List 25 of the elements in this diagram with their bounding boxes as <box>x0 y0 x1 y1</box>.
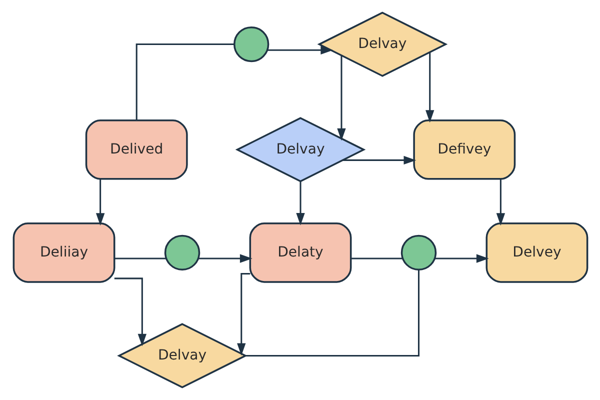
arrow <box>198 254 252 263</box>
node-circle <box>400 234 436 271</box>
node-box: Deliiay <box>12 222 115 283</box>
arrow <box>266 46 333 54</box>
connector <box>350 258 402 260</box>
arrow <box>434 254 488 263</box>
node-box: Delived <box>84 120 188 180</box>
arrow <box>425 52 434 123</box>
connector <box>114 258 166 260</box>
connector <box>245 270 419 356</box>
node-box: Delvey <box>485 222 588 283</box>
arrow <box>342 156 416 165</box>
node-circle <box>232 26 269 62</box>
arrow <box>114 278 146 346</box>
arrow <box>236 273 250 356</box>
node-diamond: Delvay <box>316 12 448 77</box>
node-diamond: Delvay <box>234 117 366 182</box>
node-box: Defivey <box>412 120 516 180</box>
node-box: Delaty <box>248 222 352 283</box>
node-circle <box>164 234 200 271</box>
arrow <box>95 179 104 226</box>
arrow <box>296 182 304 226</box>
arrow <box>496 179 505 226</box>
arrow <box>336 56 346 141</box>
connector <box>135 44 234 120</box>
